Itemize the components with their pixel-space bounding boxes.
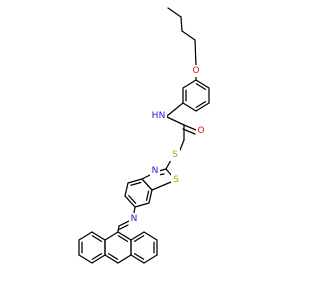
bond	[134, 202, 150, 208]
atom-n-imine: N	[129, 213, 139, 225]
bond	[130, 231, 145, 241]
atom-n-thiazole: N	[150, 165, 160, 177]
bond	[78, 231, 93, 241]
atom-s-thiazole: S	[171, 174, 181, 186]
bond	[104, 254, 119, 264]
bond	[145, 190, 150, 202]
bond	[182, 79, 197, 89]
bond	[151, 181, 172, 191]
bond	[166, 102, 184, 117]
bond	[143, 231, 158, 241]
bond	[78, 254, 93, 264]
bond	[143, 254, 158, 264]
bond	[165, 159, 172, 170]
bond-lines	[78, 7, 210, 264]
svg-text:S: S	[172, 150, 178, 160]
bond	[91, 231, 106, 241]
bond	[167, 7, 182, 18]
bond	[158, 168, 167, 172]
atom-o-carbonyl: O	[196, 125, 206, 137]
bond	[182, 102, 197, 112]
bond	[195, 102, 210, 112]
svg-text:N: N	[152, 166, 159, 176]
bond	[166, 116, 185, 126]
svg-text:O: O	[192, 66, 199, 76]
bond	[117, 224, 129, 231]
bond	[117, 225, 120, 233]
atom-nh-amide: H N	[150, 110, 167, 122]
atom-o-ether: O	[191, 65, 201, 77]
bond	[148, 189, 153, 204]
bond	[182, 128, 196, 135]
bond	[195, 79, 210, 89]
bond	[130, 181, 142, 186]
bond	[195, 101, 207, 108]
bond	[141, 174, 151, 180]
bond	[91, 253, 103, 260]
svg-text:S: S	[173, 175, 179, 185]
bond	[118, 220, 130, 227]
bond	[194, 39, 197, 67]
bond	[124, 182, 129, 197]
bond	[127, 178, 143, 184]
bond	[179, 139, 185, 151]
bond	[133, 206, 136, 214]
bond	[128, 195, 137, 204]
svg-text:N: N	[131, 214, 138, 224]
bond	[181, 30, 196, 41]
bond	[141, 178, 153, 191]
bond	[107, 253, 119, 260]
bond	[195, 83, 207, 90]
svg-text:O: O	[197, 126, 204, 136]
bond	[130, 254, 145, 264]
bond	[180, 16, 183, 32]
svg-text:N: N	[159, 111, 166, 121]
bond	[117, 235, 129, 242]
bond	[133, 235, 145, 242]
molecule-canvas: O H N O S N S N	[78, 7, 210, 264]
svg-text:H: H	[152, 111, 159, 121]
bond	[124, 195, 136, 208]
atom-s-thioether: S	[170, 149, 180, 161]
bond	[117, 254, 132, 264]
bond	[91, 235, 103, 242]
bond	[117, 231, 132, 241]
bond	[91, 254, 106, 264]
bond	[133, 253, 145, 260]
bond	[183, 124, 197, 131]
bond	[104, 231, 119, 241]
